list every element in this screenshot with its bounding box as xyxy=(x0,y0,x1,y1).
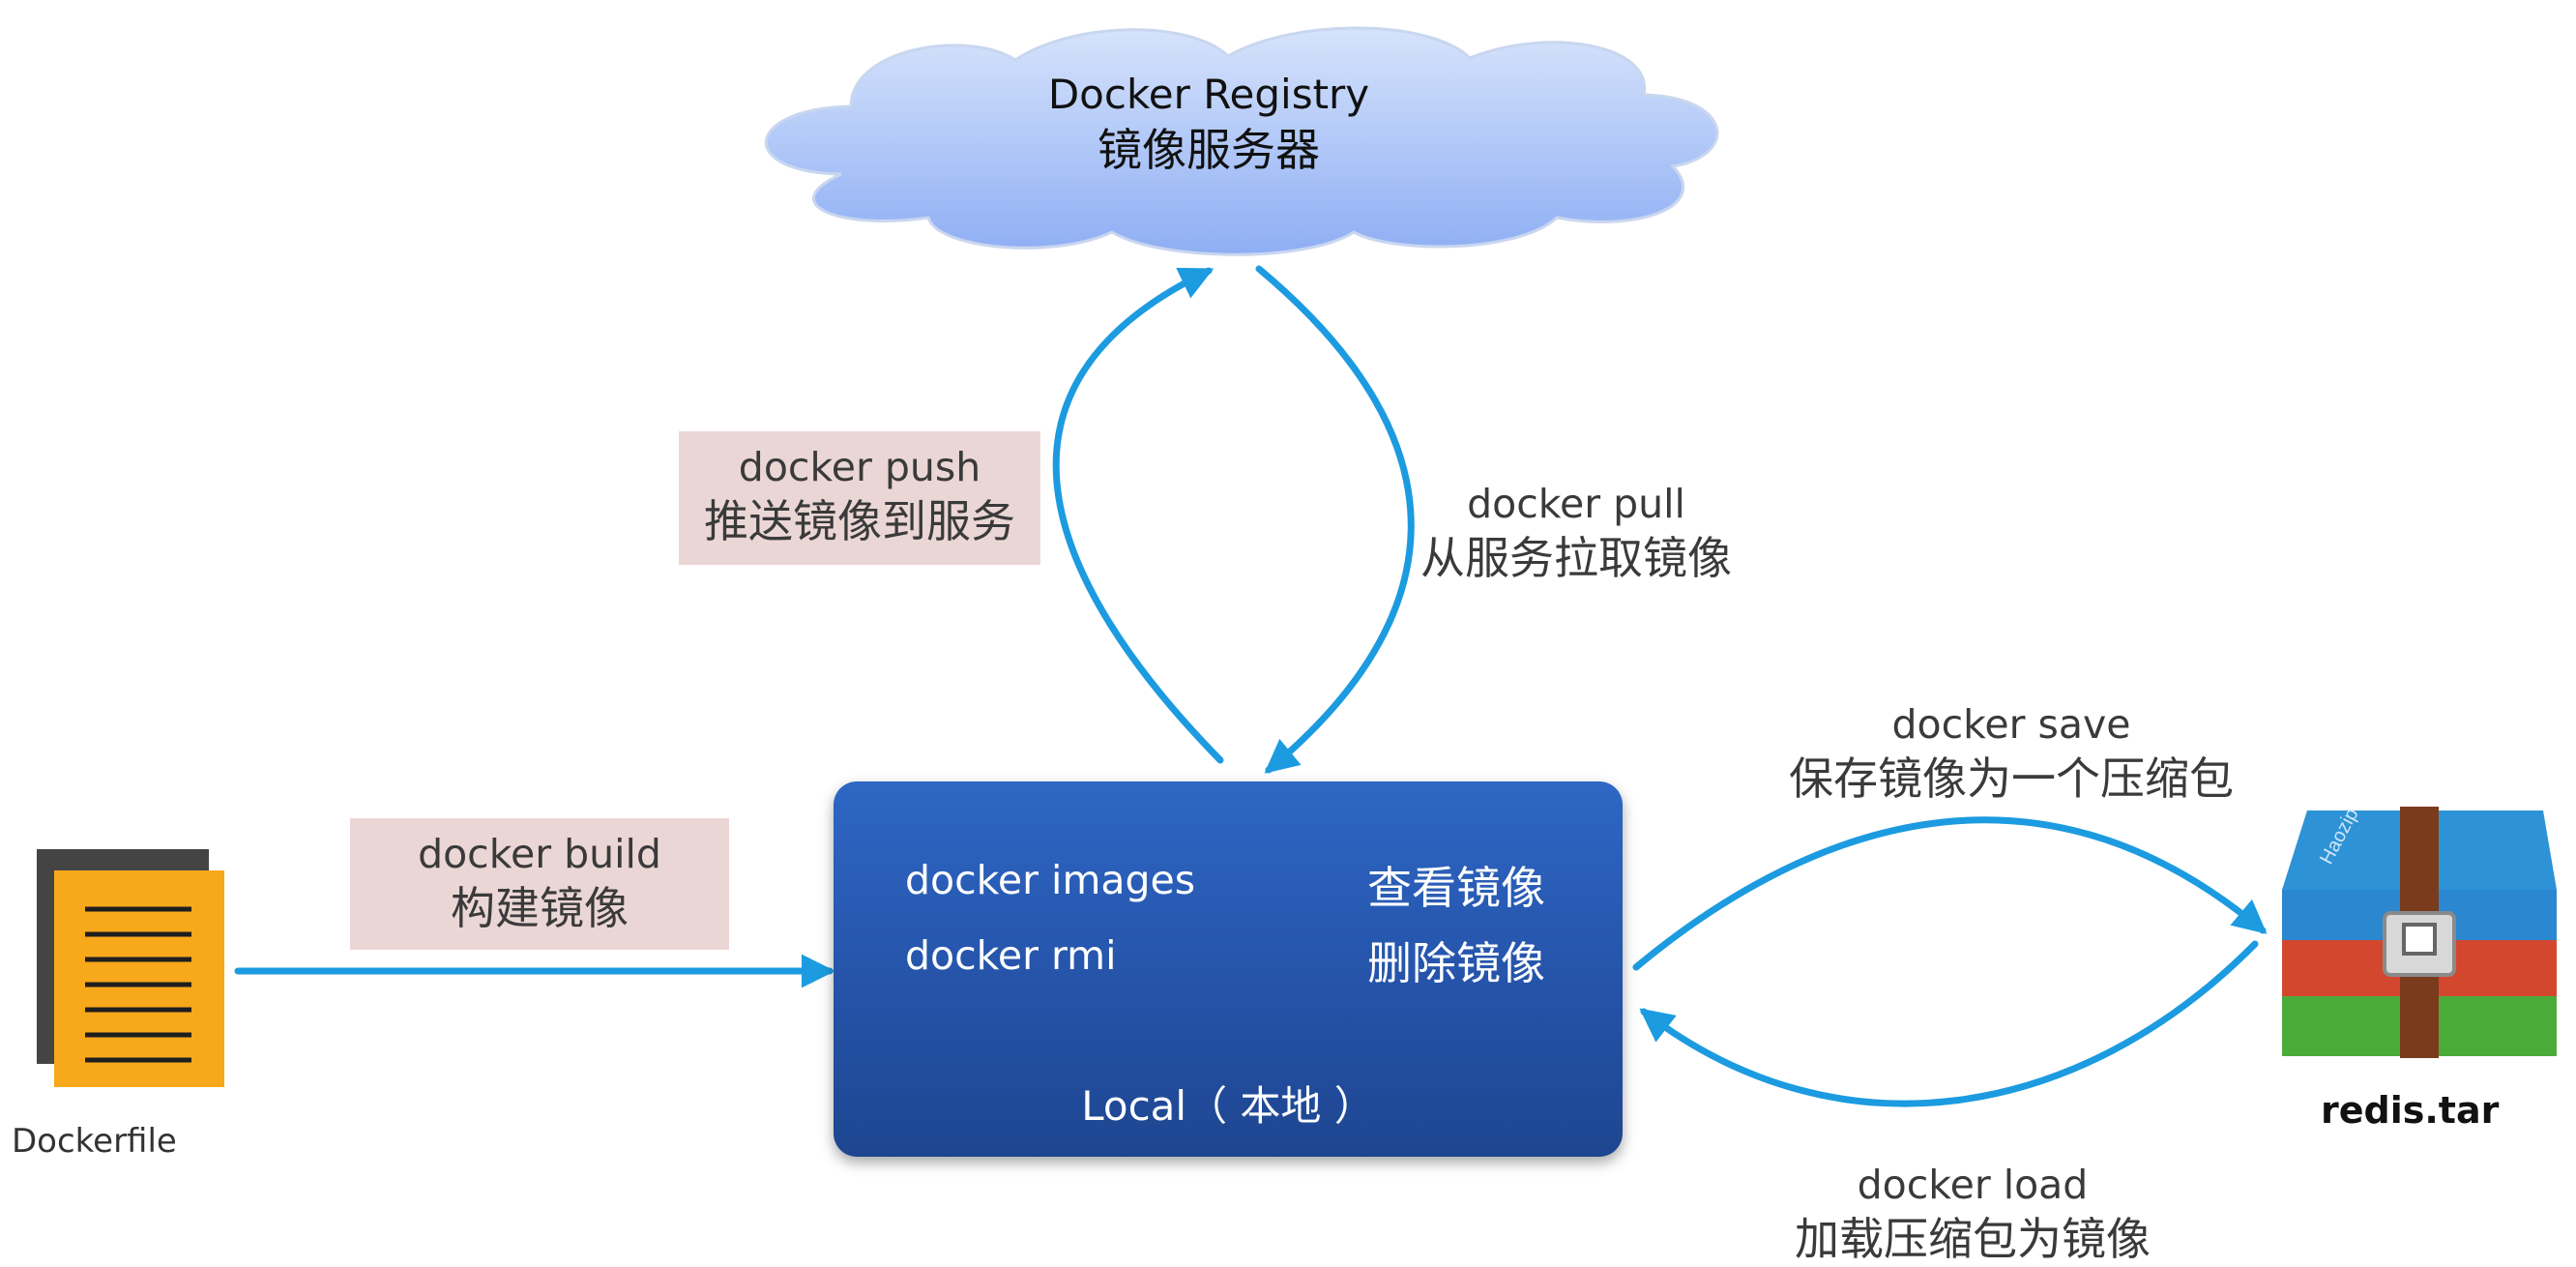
push-arrow xyxy=(1052,267,1224,764)
registry-label: Docker Registry 镜像服务器 xyxy=(919,68,1499,178)
build-command: docker build xyxy=(418,831,661,877)
load-label: docker load 加载压缩包为镜像 xyxy=(1731,1159,2214,1267)
registry-title: Docker Registry xyxy=(1047,71,1370,118)
archive-caption: redis.tar xyxy=(2321,1089,2500,1132)
rmi-description: 删除镜像 xyxy=(1367,937,1545,989)
images-command: docker images xyxy=(905,857,1196,903)
build-label-bg xyxy=(350,818,729,950)
build-label: docker build 构建镜像 xyxy=(350,828,729,936)
pull-label: docker pull 从服务拉取镜像 xyxy=(1392,478,1760,586)
archive-icon: Haozip xyxy=(2282,805,2557,1058)
registry-cloud xyxy=(764,26,1719,256)
load-description: 加载压缩包为镜像 xyxy=(1795,1213,2151,1265)
push-command: docker push xyxy=(738,444,981,490)
build-description: 构建镜像 xyxy=(451,882,629,934)
images-description: 查看镜像 xyxy=(1367,862,1545,914)
pull-arrow xyxy=(1255,265,1415,774)
document-icon xyxy=(37,849,224,1087)
dockerfile-caption: Dockerfile xyxy=(12,1122,177,1161)
rmi-command: docker rmi xyxy=(905,932,1117,979)
pull-description: 从服务拉取镜像 xyxy=(1420,532,1732,584)
save-command: docker save xyxy=(1891,701,2131,748)
save-description: 保存镜像为一个压缩包 xyxy=(1789,752,2234,805)
load-command: docker load xyxy=(1857,1162,2089,1208)
save-label: docker save 保存镜像为一个压缩包 xyxy=(1741,698,2282,807)
push-description: 推送镜像到服务 xyxy=(704,495,1015,547)
load-arrow xyxy=(1639,940,2259,1107)
push-label: docker push 推送镜像到服务 xyxy=(679,441,1040,549)
save-arrow xyxy=(1632,816,2268,971)
registry-subtitle: 镜像服务器 xyxy=(1098,124,1320,176)
local-box: docker images 查看镜像 docker rmi 删除镜像 Local… xyxy=(834,781,1623,1157)
local-footer: Local（ 本地 ） xyxy=(1081,1082,1375,1130)
pull-command: docker pull xyxy=(1467,481,1685,527)
push-label-bg xyxy=(679,431,1040,565)
